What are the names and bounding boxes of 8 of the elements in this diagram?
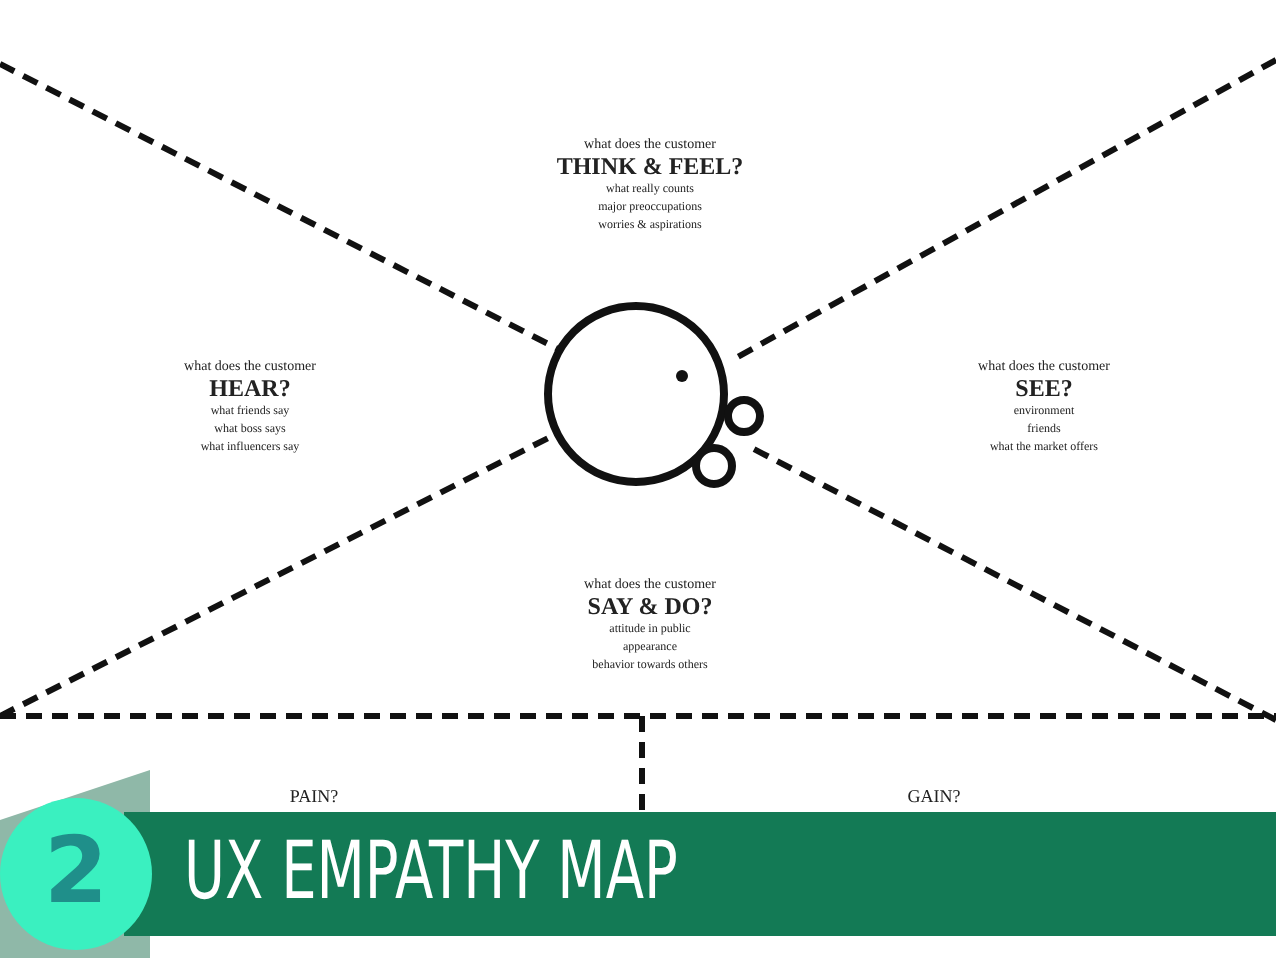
heading: SAY & DO? — [587, 594, 713, 618]
heading: HEAR? — [209, 376, 291, 400]
title: UX EMPATHY MAP — [184, 832, 678, 912]
heading: THINK & FEEL? — [556, 154, 744, 178]
heading: SEE? — [1015, 376, 1073, 400]
heading: PAIN? — [289, 788, 339, 806]
heading: GAIN? — [907, 788, 961, 806]
number-label: 2 — [44, 824, 108, 916]
